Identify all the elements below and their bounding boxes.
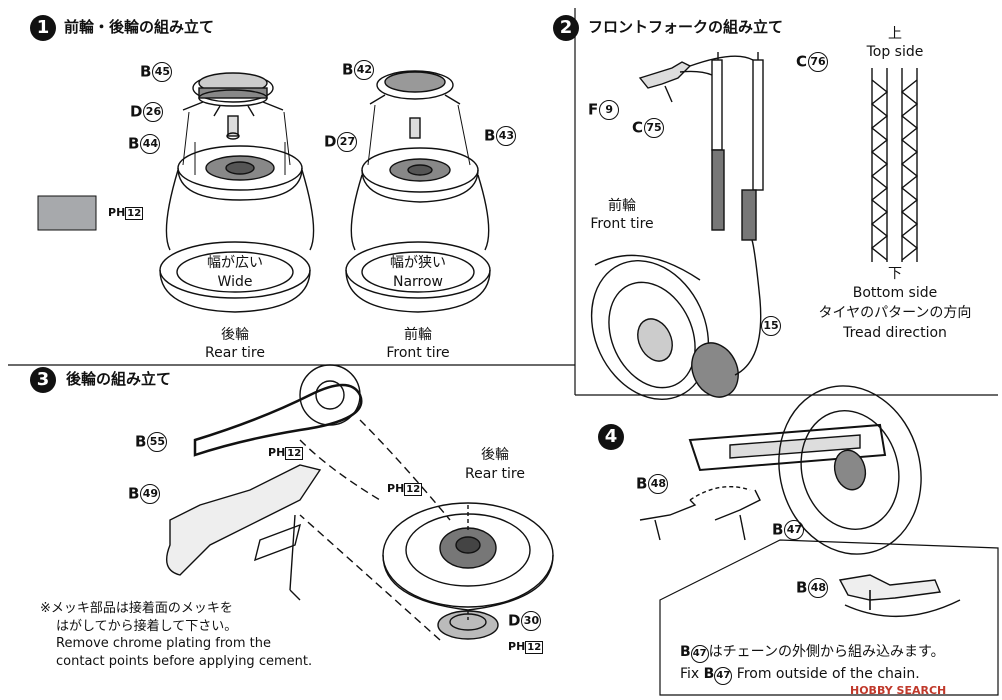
rear-tire-jp: 後輪 — [481, 447, 509, 463]
top-side-en: Top side — [866, 44, 924, 60]
tread-direction-jp: タイヤのパターンの方向 — [818, 305, 972, 321]
tread-direction-en: Tread direction — [843, 325, 947, 341]
step-number-1: 1 — [30, 15, 56, 41]
step-number-4: 4 — [598, 424, 624, 450]
rear-tire-label-jp: 後輪 — [221, 327, 249, 343]
chrome-note: ※メッキ部品は接着面のメッキを はがしてから接着して下さい。 Remove ch… — [40, 601, 313, 669]
rear-tire-en: Rear tire — [465, 466, 525, 482]
front-wheel-assembly — [345, 70, 491, 313]
front-width-en: Narrow — [392, 274, 444, 290]
rear-width-en: Wide — [217, 274, 253, 290]
front-tire-jp: 前輪 — [608, 198, 636, 214]
part-label-15: 15 — [760, 316, 781, 336]
bottom-side-jp: 下 — [888, 266, 902, 282]
step-number-2: 2 — [553, 15, 579, 41]
front-width-jp: 幅が狭い — [390, 255, 446, 271]
watermark: HOBBY SEARCH — [850, 684, 947, 697]
front-tire-label-jp: 前輪 — [404, 327, 432, 343]
step4-assembly — [639, 385, 999, 696]
step3-title: 後輪の組み立て — [66, 370, 172, 388]
rear-width-jp: 幅が広い — [207, 255, 263, 271]
rear-drive-assembly — [166, 364, 554, 641]
front-fork-assembly — [590, 52, 764, 400]
step-number-3: 3 — [30, 367, 56, 393]
front-tire-en: Front tire — [590, 216, 654, 232]
front-tire-label-en: Front tire — [386, 345, 450, 361]
rear-wheel-assembly — [159, 72, 315, 313]
tread-pattern-diagram — [870, 68, 919, 262]
rear-tire-label-en: Rear tire — [205, 345, 265, 361]
top-side-jp: 上 — [888, 26, 902, 42]
step1-title: 前輪・後輪の組み立て — [64, 18, 215, 36]
bottom-side-en: Bottom side — [852, 285, 938, 301]
step2-title: フロントフォークの組み立て — [588, 18, 784, 36]
paint-swatch — [37, 195, 97, 231]
